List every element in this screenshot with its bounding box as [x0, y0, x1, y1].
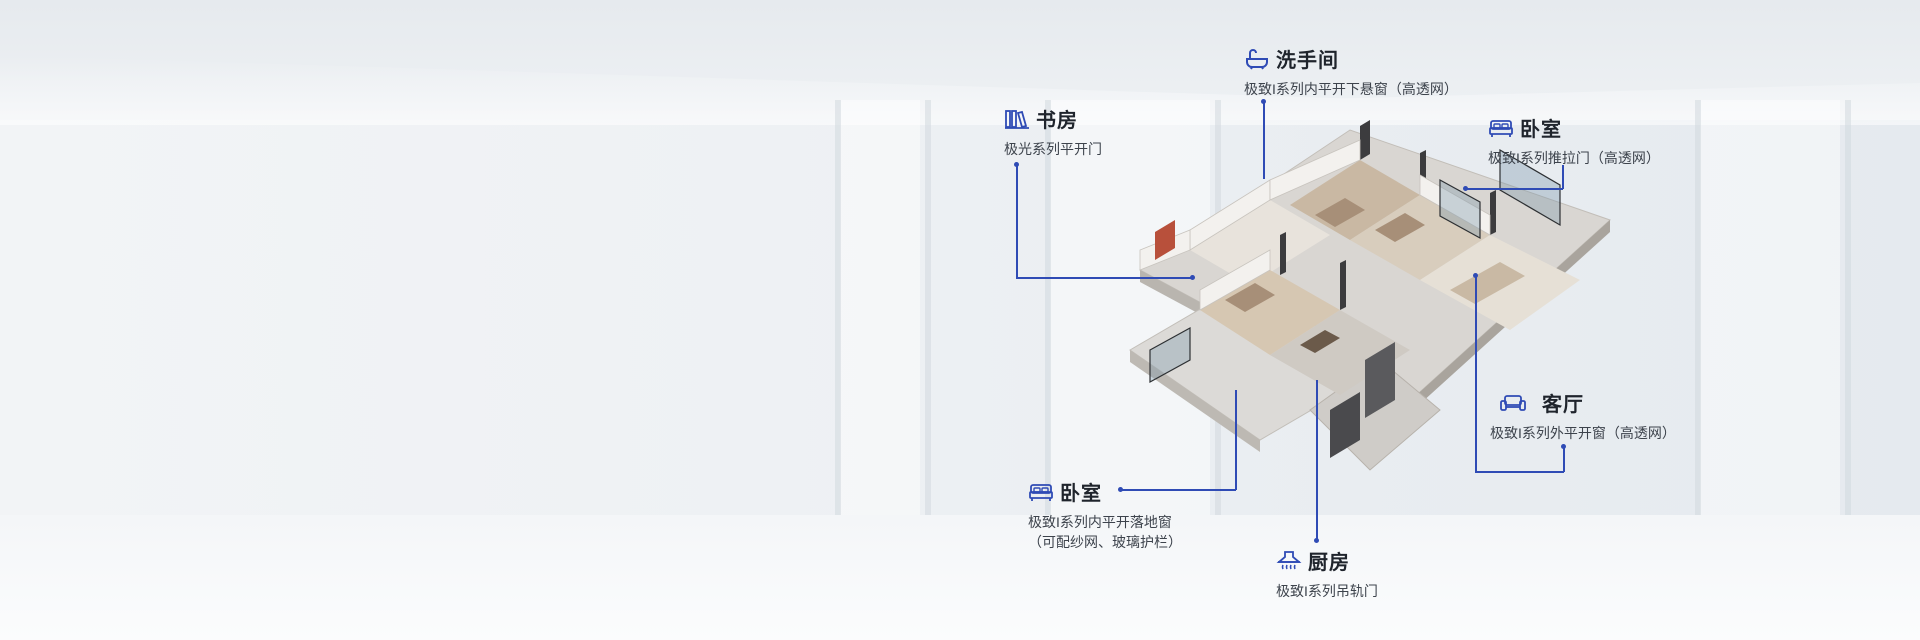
- connector-line: [1263, 101, 1265, 179]
- hotspot-title: 书房: [1036, 110, 1078, 132]
- background-window-frame: [1045, 100, 1051, 530]
- hotspot-title: 客厅: [1542, 394, 1584, 416]
- floor-plan-illustration: [1129, 120, 1611, 471]
- background-window-frame: [925, 100, 931, 530]
- connector-line: [1563, 446, 1565, 472]
- hotspot-bathroom[interactable]: 洗手间 极致I系列内平开下悬窗（高透网）: [1244, 44, 1458, 99]
- hotspot-subtitle: 极致I系列内平开落地窗 （可配纱网、玻璃护栏）: [1028, 512, 1182, 552]
- bookshelf-icon: [1005, 109, 1029, 129]
- connector-line: [1235, 390, 1237, 490]
- connector-line: [1475, 275, 1477, 472]
- hotspot-subtitle: 极致I系列推拉门（高透网）: [1488, 150, 1660, 166]
- hotspot-subtitle-line: 极致I系列内平开落地窗: [1028, 514, 1172, 530]
- background-window: [1050, 100, 1210, 530]
- hotspot-subtitle: 极致I系列内平开下悬窗（高透网）: [1244, 81, 1458, 97]
- connector-line: [1120, 489, 1236, 491]
- hotspot-bedroom-top[interactable]: 卧室 极致I系列推拉门（高透网）: [1488, 113, 1660, 168]
- connector-line: [1475, 471, 1564, 473]
- hotspot-title: 卧室: [1520, 119, 1562, 141]
- background-window-frame: [1845, 100, 1851, 530]
- connector-line: [1016, 164, 1018, 278]
- range-hood-icon: [1276, 550, 1302, 569]
- hotspot-title: 卧室: [1060, 483, 1102, 505]
- background-floor: [0, 515, 1920, 640]
- sofa-icon: [1500, 394, 1526, 411]
- hotspot-title: 厨房: [1308, 552, 1350, 574]
- hotspot-subtitle: 极光系列平开门: [1004, 141, 1102, 157]
- hotspot-subtitle: 极致I系列外平开窗（高透网）: [1490, 425, 1676, 441]
- hotspot-bedroom-bottom[interactable]: 卧室 极致I系列内平开落地窗 （可配纱网、玻璃护栏）: [1028, 477, 1182, 552]
- bed-icon: [1029, 483, 1053, 501]
- connector-line: [1016, 277, 1193, 279]
- connector-dot: [1463, 186, 1468, 191]
- connector-dot: [1314, 538, 1319, 543]
- connector-dot: [1261, 99, 1266, 104]
- background-window: [1700, 100, 1840, 530]
- connector-line: [1562, 165, 1564, 189]
- hotspot-kitchen[interactable]: 厨房 极致I系列吊轨门: [1276, 546, 1378, 601]
- background-window-frame: [835, 100, 841, 530]
- connector-dot: [1014, 162, 1019, 167]
- hotspot-subtitle: 极致I系列吊轨门: [1276, 583, 1378, 599]
- connector-dot: [1190, 275, 1195, 280]
- connector-line: [1465, 188, 1563, 190]
- bathtub-icon: [1246, 48, 1268, 69]
- connector-dot: [1473, 273, 1478, 278]
- connector-dot: [1561, 444, 1566, 449]
- background-window-frame: [1695, 100, 1701, 530]
- hotspot-title: 洗手间: [1276, 50, 1339, 72]
- connector-dot: [1118, 487, 1123, 492]
- hotspot-study[interactable]: 书房 极光系列平开门: [1004, 104, 1102, 159]
- bed-icon: [1489, 119, 1513, 137]
- hotspot-subtitle-line: （可配纱网、玻璃护栏）: [1028, 534, 1182, 550]
- background-window: [840, 100, 920, 530]
- hotspot-living-room[interactable]: 客厅 极致I系列外平开窗（高透网）: [1490, 388, 1676, 443]
- connector-line: [1316, 380, 1318, 540]
